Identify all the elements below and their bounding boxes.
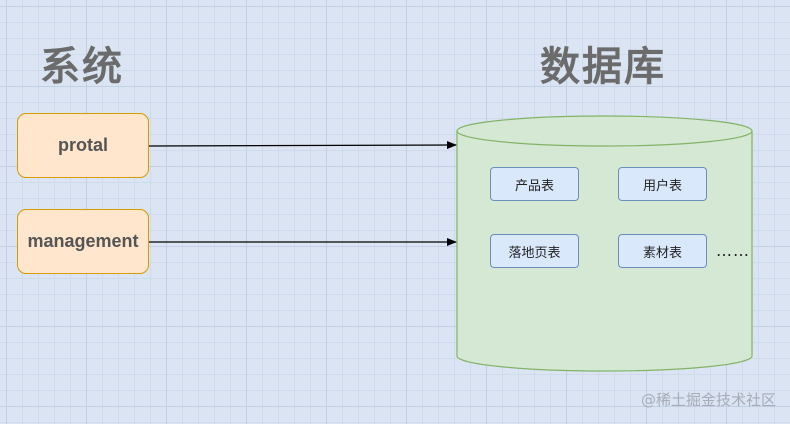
more-tables-ellipsis: ……: [716, 241, 750, 260]
database-heading: 数据库: [540, 44, 666, 90]
landing-page-table-node[interactable]: 落地页表: [490, 234, 579, 268]
portal-system-node[interactable]: protal: [17, 113, 149, 178]
watermark: @稀土掘金技术社区: [640, 391, 776, 409]
user-table-node[interactable]: 用户表: [618, 167, 707, 201]
database-cylinder-top: [456, 115, 753, 147]
management-system-node[interactable]: management: [17, 209, 149, 274]
material-table-node[interactable]: 素材表: [618, 234, 707, 268]
portal-to-database-arrow: [148, 141, 457, 150]
product-table-node[interactable]: 产品表: [490, 167, 579, 201]
system-heading: 系统: [40, 44, 124, 90]
